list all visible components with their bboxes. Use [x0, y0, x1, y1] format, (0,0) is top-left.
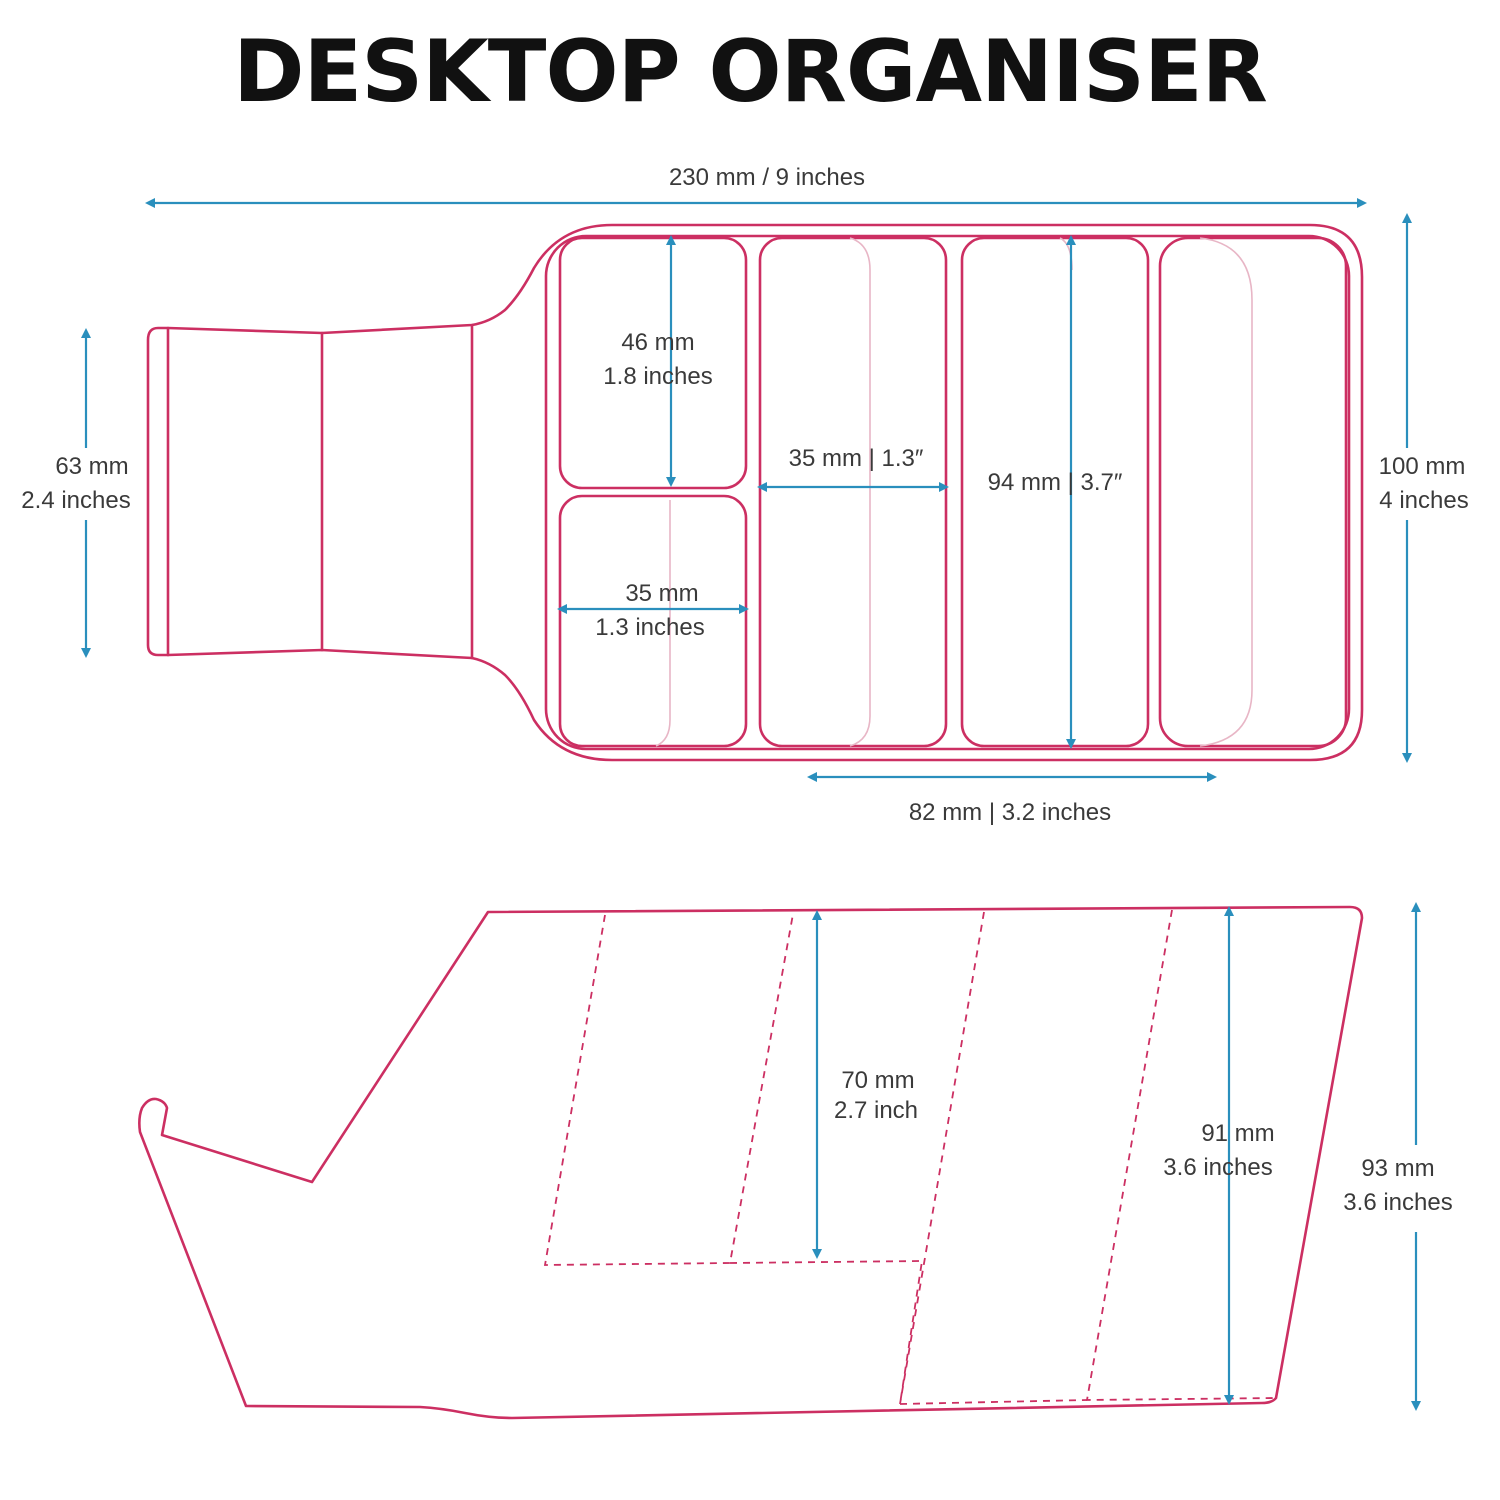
slot-width-label: 35 mm | 1.3″ [789, 445, 924, 472]
slot-length-label: 94 mm | 3.7″ [988, 469, 1123, 496]
shade-curve-4 [1199, 237, 1253, 747]
side-height-mm-label: 93 mm [1361, 1155, 1434, 1182]
rear-compartment-wall-1 [899, 911, 985, 1405]
side-view-outline [138, 905, 1364, 1420]
side-view-dimensions: 70 mm 2.7 inch 91 mm 3.6 inches 93 mm 3.… [812, 902, 1453, 1411]
top-view-outer-outline [146, 223, 1364, 762]
compartment-2 [758, 236, 948, 748]
small-slot-width-mm-label: 35 mm [625, 580, 698, 607]
compartment-small-top [558, 236, 748, 490]
front-depth-mm-label: 70 mm [841, 1067, 914, 1094]
inner-tray-outline [544, 234, 1351, 751]
page-title: DESKTOP ORGANISER [233, 22, 1268, 122]
overall-length-label: 230 mm / 9 inches [669, 164, 865, 191]
top-view-dimensions: 230 mm / 9 inches 63 mm 2.4 inches 100 m… [21, 164, 1468, 826]
handle-height-mm-label: 63 mm [55, 453, 128, 480]
top-view [146, 223, 1364, 762]
small-slot-height-in-label: 1.8 inches [603, 363, 712, 390]
compartment-small-bottom [558, 494, 748, 748]
small-slot-height-mm-label: 46 mm [621, 329, 694, 356]
front-depth-in-label: 2.7 inch [834, 1097, 918, 1124]
rear-depth-in-label: 3.6 inches [1163, 1154, 1272, 1181]
total-height-mm-label: 100 mm [1379, 453, 1466, 480]
side-height-in-label: 3.6 inches [1343, 1189, 1452, 1216]
total-height-in-label: 4 inches [1379, 487, 1468, 514]
two-slots-width-label: 82 mm | 3.2 inches [909, 799, 1111, 826]
compartment-4 [1158, 236, 1348, 748]
shade-curve-2 [849, 237, 871, 747]
rear-depth-mm-label: 91 mm [1201, 1120, 1274, 1147]
front-compartment-1 [543, 913, 794, 1266]
handle-height-in-label: 2.4 inches [21, 487, 130, 514]
side-view [138, 905, 1364, 1420]
small-slot-width-in-label: 1.3 inches [595, 614, 704, 641]
shade-curve-1 [655, 500, 671, 747]
compartment-3 [960, 236, 1150, 748]
rear-compartment-base [899, 1399, 1088, 1405]
front-compartment-2-base [729, 1260, 924, 1405]
